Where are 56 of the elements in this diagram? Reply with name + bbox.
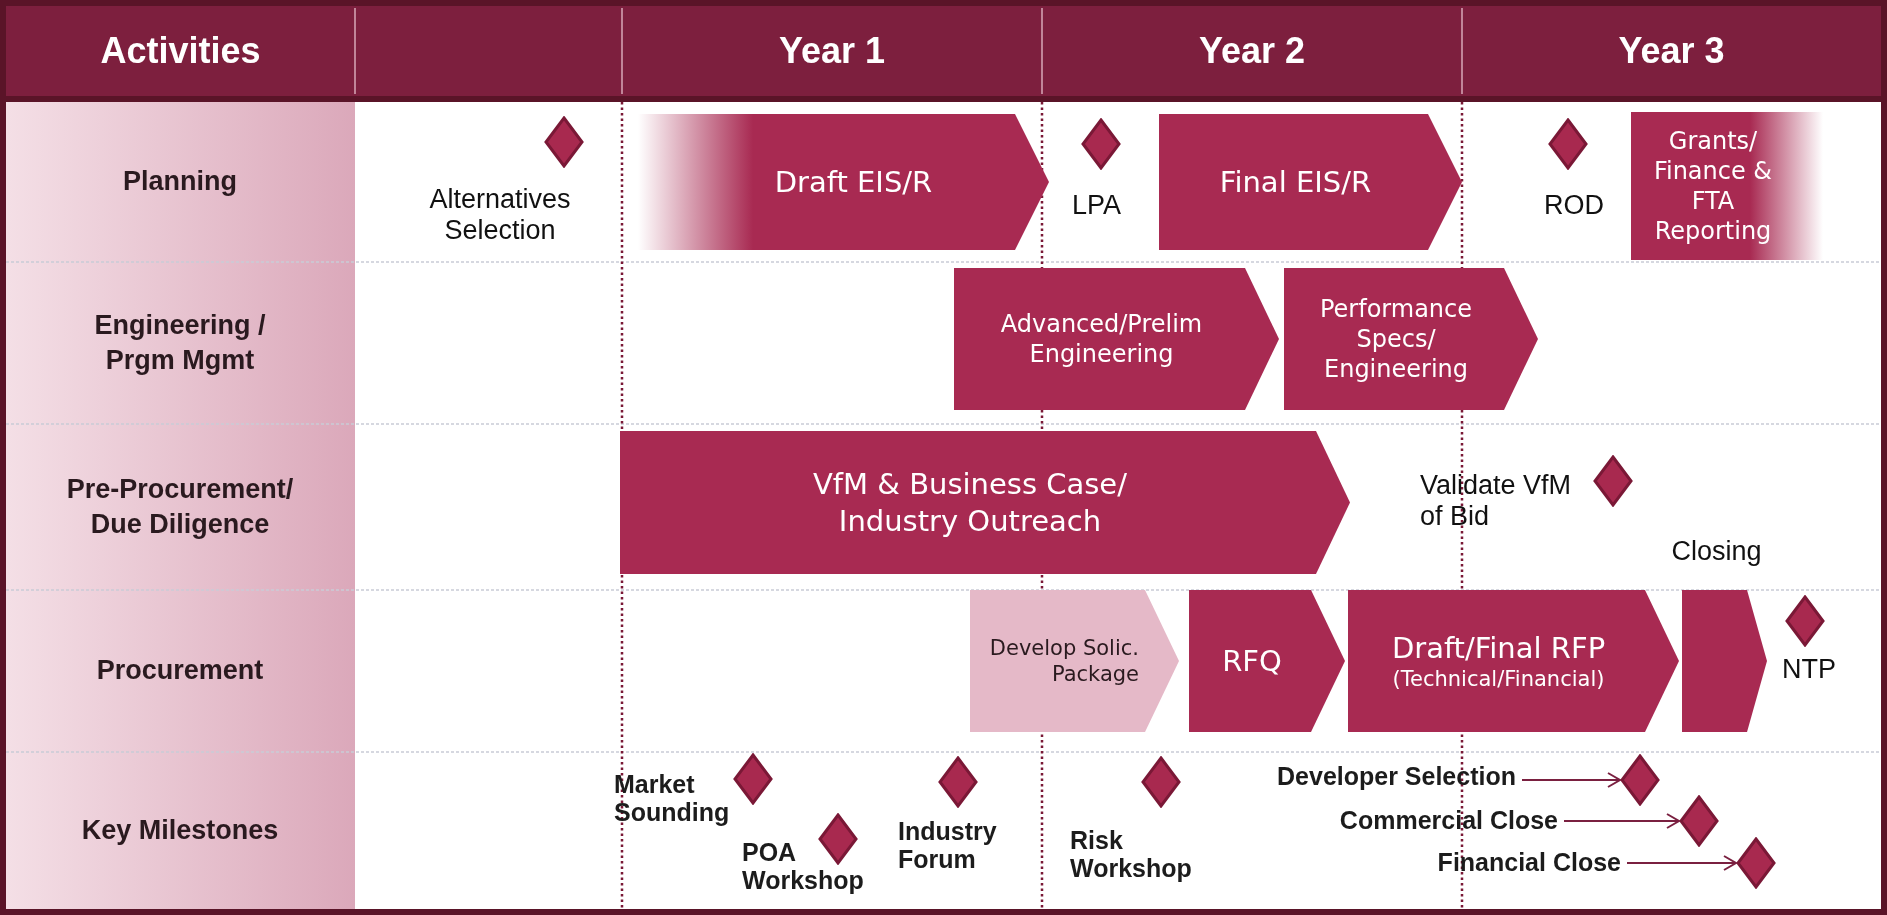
milestone-diamond — [1736, 837, 1776, 889]
milestone-diamond — [1785, 595, 1825, 647]
milestone-label: Developer Selection — [1216, 762, 1516, 796]
milestone-diamond — [1081, 118, 1121, 170]
phase-bar — [970, 590, 1179, 732]
phase-bar — [954, 268, 1279, 410]
phase-bar — [1159, 114, 1462, 250]
phase-text: Draft EIS/R — [774, 163, 933, 201]
phase-text: Final EIS/R — [1219, 163, 1372, 201]
milestone-caption: Market Sounding — [614, 770, 731, 826]
chevron-heading: Closing — [1670, 536, 1763, 568]
row-label: Engineering / Prgm Mgmt — [93, 308, 267, 377]
row-label: Pre-Procurement/ Due Diligence — [65, 472, 295, 541]
milestone-diamond — [1141, 756, 1181, 808]
milestone-label: Financial Close — [1391, 848, 1621, 882]
phase-text: Develop Solic. Package — [988, 634, 1139, 688]
arrow — [1522, 772, 1621, 788]
phase-text: VfM & Business Case/ Industry Outreach — [812, 466, 1128, 539]
milestone-diamond — [1620, 754, 1660, 806]
milestone-diamond — [1593, 455, 1633, 507]
phase-text: Performance Specs/ Engineering — [1318, 294, 1474, 384]
phase-text: Advanced/Prelim Engineering — [999, 309, 1204, 369]
milestone-caption: ROD — [1544, 190, 1605, 222]
column-header: Year 3 — [1618, 30, 1725, 72]
phase-bar — [638, 114, 1049, 250]
milestone-label: Commercial Close — [1282, 806, 1558, 840]
milestone-caption: Risk Workshop — [1070, 826, 1193, 882]
milestone-diamond — [818, 813, 858, 865]
column-header: Year 1 — [778, 30, 886, 72]
phase-bar — [1348, 590, 1679, 732]
phase-bar — [1631, 112, 1823, 260]
milestone-caption: Alternatives Selection — [428, 184, 572, 247]
milestone-diamond — [1548, 118, 1588, 170]
row-label: Procurement — [96, 654, 264, 688]
milestone-diamond — [938, 756, 978, 808]
phase-text: Grants/ Finance & FTA Reporting — [1653, 126, 1773, 246]
milestone-diamond — [1679, 795, 1719, 847]
milestone-diamond — [544, 116, 584, 168]
milestone-diamond — [733, 753, 773, 805]
arrow — [1627, 855, 1737, 871]
phase-text: Draft/Final RFP — [1391, 629, 1606, 666]
phase-bar — [620, 431, 1350, 574]
column-header: Activities — [100, 30, 261, 72]
milestone-caption: Validate VfM of Bid — [1420, 470, 1573, 533]
column-header: Year 2 — [1198, 30, 1306, 72]
phase-text: (Technical/Financial) — [1392, 666, 1605, 693]
row-label: Key Milestones — [81, 813, 279, 847]
phase-bar — [1189, 590, 1345, 732]
phase-bar — [1284, 268, 1538, 410]
arrow — [1564, 813, 1680, 829]
row-label: Planning — [123, 165, 237, 199]
milestone-caption: Industry Forum — [898, 817, 998, 873]
milestone-caption: LPA — [1072, 190, 1123, 222]
phase-text: RFQ — [1222, 642, 1282, 680]
milestone-caption: NTP — [1782, 654, 1837, 686]
milestone-caption: POA Workshop — [742, 838, 865, 894]
